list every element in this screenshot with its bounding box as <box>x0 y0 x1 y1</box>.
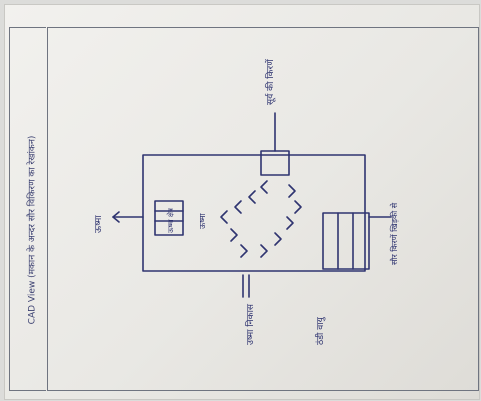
sketch-diagram: सूर्य की किरणें ऊष्मा सौर किरणें खिड़की … <box>94 59 399 345</box>
title-strip: CAD View (मकान के अन्दर सौर विकिरण का रे… <box>9 27 46 391</box>
label-right: सौर किरणें खिड़की से <box>389 202 399 265</box>
right-window <box>322 212 370 270</box>
ray-arrows <box>220 180 302 258</box>
label-bottom-left: उष्मा निकास <box>244 303 256 345</box>
left-arrow-head <box>112 211 120 223</box>
drawing-border <box>47 27 479 391</box>
drawing-sheet: CAD View (मकान के अन्दर सौर विकिरण का रे… <box>4 4 480 400</box>
label-bottom-right: ठंडी वायु <box>314 316 326 345</box>
inner-box <box>154 200 184 236</box>
label-top: सूर्य की किरणें <box>264 59 276 105</box>
label-left: ऊष्मा <box>94 215 104 233</box>
label-inner-box: ऊष्मा क्षेत्र <box>166 208 175 233</box>
label-near-box: ऊष्मा <box>198 212 207 229</box>
